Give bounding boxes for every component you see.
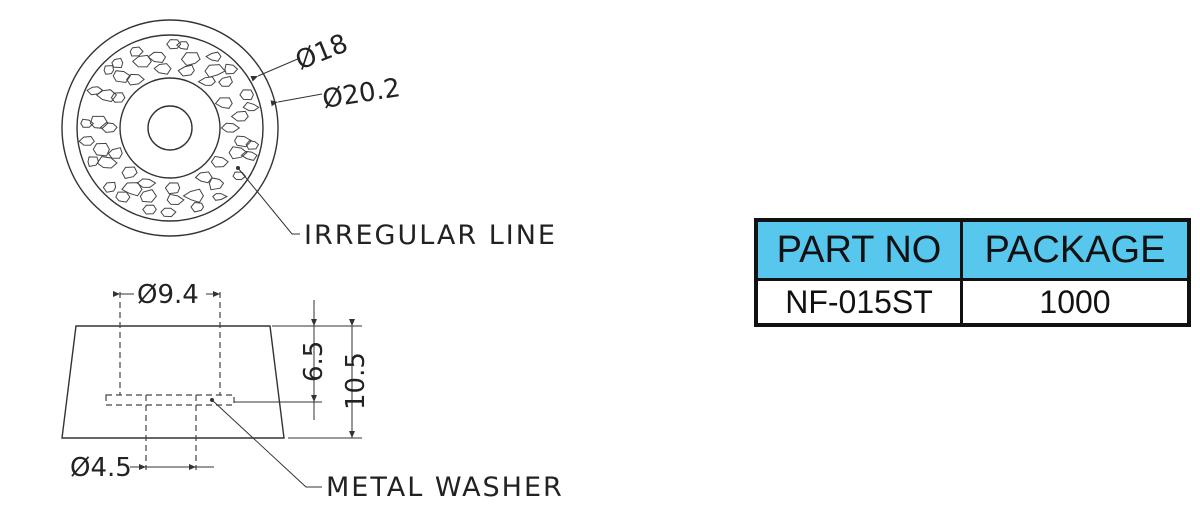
table-header-row: PART NO PACKAGE [754,218,1191,281]
irregular-texture [78,39,260,218]
spec-table: PART NO PACKAGE NF-015ST 1000 [754,218,1191,327]
pebble-shape [234,135,253,148]
pebble-shape [99,122,118,133]
top-view: Ø18 Ø20.2 IRREGULAR LINE [61,19,557,251]
pebble-shape [107,147,123,159]
center-hole [147,105,193,151]
pebble-shape [92,142,110,157]
outer-circle [61,19,279,237]
pebble-shape [224,63,239,75]
pebble-shape [142,204,157,215]
irregular-line-note: IRREGULAR LINE [304,220,557,251]
pebble-shape [78,135,95,146]
pebble-shape [102,181,117,193]
pebble-shape [240,150,258,161]
pebble-shape [190,201,205,213]
pebble-shape [131,54,152,68]
pebble-shape [147,51,167,64]
dim-inner-diameter: Ø18 [291,29,352,77]
pebble-shape [220,122,241,133]
pebble-shape [245,140,260,150]
header-package: PACKAGE [960,218,1191,281]
textured-ring-outer [76,34,264,222]
foot-body [61,325,285,439]
pebble-shape [166,39,182,50]
pebble-shape [111,57,124,69]
pebble-shape [80,118,95,128]
pebble-shape [110,92,126,103]
pebble-shape [212,193,229,201]
pebble-shape [239,89,254,101]
pebble-shape [176,41,190,50]
pebble-shape [182,188,204,203]
dim-total-height: 10.5 [341,352,371,410]
pebble-shape [139,189,158,203]
pebble-shape [86,86,104,96]
pebble-shape [87,156,100,167]
pebble-shape [180,52,201,67]
pebble-shape [208,177,225,191]
pebble-shape [232,171,247,181]
pebble-shape [197,76,216,86]
pebble-shape [204,64,226,78]
pebble-shape [218,75,233,87]
pebble-shape [242,101,260,112]
pebble-shape [205,51,222,62]
pebble-shape [214,97,233,109]
pebble-shape [112,70,132,84]
pebble-shape [153,63,172,75]
pebble-shape [95,89,118,103]
metal-washer [105,394,235,406]
pebble-shape [103,65,115,75]
pebble-shape [228,146,248,160]
pebble-shape [89,115,109,129]
pebble-shape [160,207,177,218]
dim-hole-depth: 6.5 [299,341,329,382]
header-part-no: PART NO [754,218,963,281]
dim-washer-hole-diameter: Ø4.5 [70,453,132,483]
pebble-shape [115,191,131,203]
pebble-shape [164,182,181,195]
pebble-shape [126,73,145,86]
cell-part-no: NF-015ST [754,278,963,327]
pebble-shape [121,166,138,179]
dim-outer-diameter: Ø20.2 [320,73,402,115]
pebble-shape [166,193,185,206]
pebble-shape [121,182,143,197]
dim-hole-diameter: Ø9.4 [137,280,199,310]
pebble-shape [230,110,249,122]
pebble-shape [177,64,195,77]
side-view: Ø9.4 Ø4.5 6.5 10.5 METAL WASHER [61,280,564,503]
pebble-shape [210,155,229,168]
pebble-shape [194,171,213,184]
cell-package: 1000 [960,278,1191,327]
metal-washer-note: METAL WASHER [326,472,564,503]
table-row: NF-015ST 1000 [754,278,1191,327]
pebble-shape [129,46,144,57]
